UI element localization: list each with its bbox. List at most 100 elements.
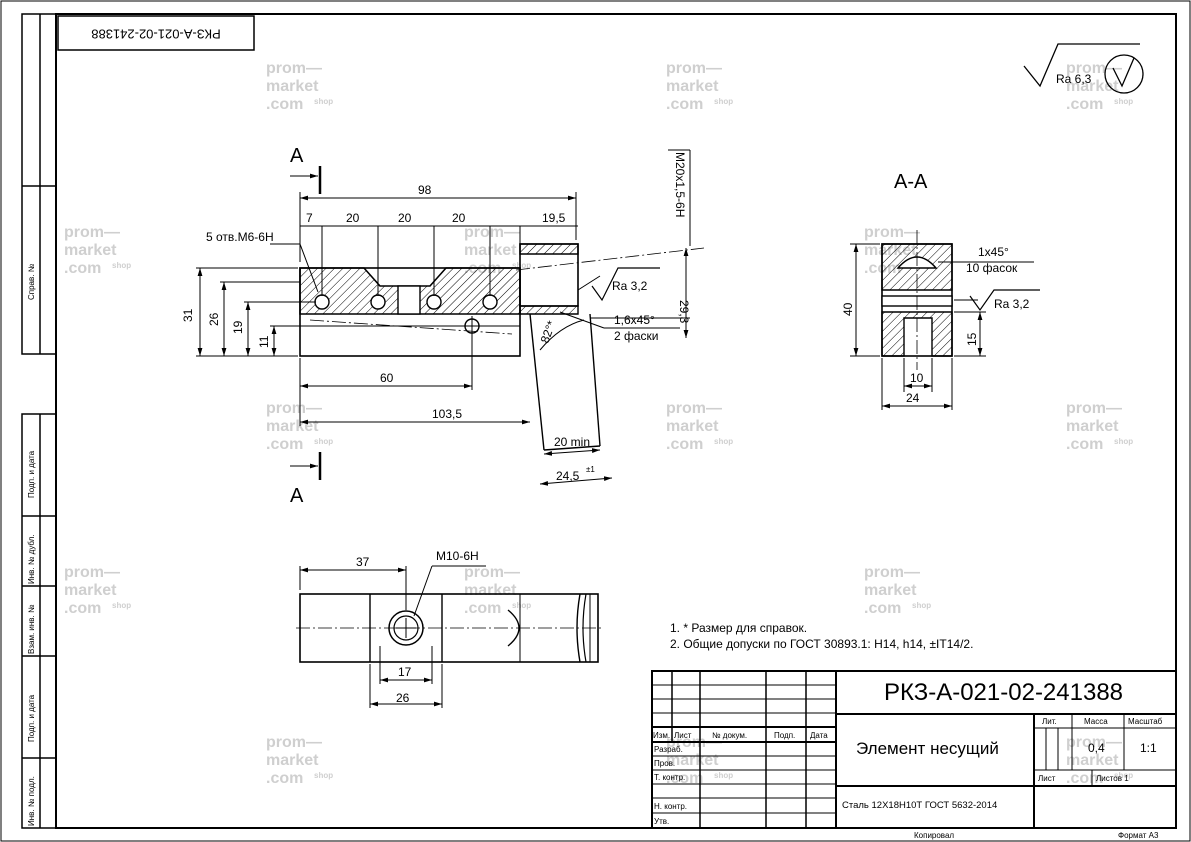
side-stamp-3: Взам. инв. № [27,604,36,654]
watermark-text: market [864,582,917,599]
watermark-text: market [266,78,319,95]
side-stamp-2: Инв. № дубл. [27,534,36,584]
thread-note: М20х1,5-6Н [673,152,687,217]
watermark-shop: shop [912,601,931,610]
angle-note: 82°* [538,318,559,345]
watermark-tile: prom—market.com shop [464,564,531,617]
mass-value: 0,4 [1088,741,1105,755]
watermark-shop: shop [112,601,131,610]
roughness-general-value: Ra 6,3 [1056,72,1092,86]
watermark-text: .com [666,96,703,113]
col-sign: Подп. [774,731,795,740]
dim-11: 11 [257,335,271,348]
stamp-box [57,15,255,51]
watermark-shop: shop [1114,97,1133,106]
col-date: Дата [810,731,828,740]
watermark-text: prom— [266,734,322,751]
side-stamp-0: Справ. № [27,263,36,300]
watermark-shop: shop [1114,437,1133,446]
roughness-1: Ra 3,2 [612,279,648,293]
col-list: Лист [674,731,692,740]
dim-19-5: 19,5 [542,211,566,225]
watermark-text: market [64,242,117,259]
watermark-text: market [464,582,517,599]
chamfer-note-2: 2 фаски [614,329,659,343]
bottom-thread: М10-6Н [436,549,479,563]
col-izm: Изм. [653,731,670,740]
watermark-text: prom— [64,224,120,241]
watermark-text: prom— [266,60,322,77]
section-dim-10: 10 [910,371,924,385]
watermark-text: market [464,242,517,259]
dim-31: 31 [181,308,195,322]
bottom-dim-26: 26 [396,691,410,705]
watermark-shop: shop [714,771,733,780]
watermark-text: market [1066,78,1119,95]
watermark-text: prom— [666,60,722,77]
watermark-shop: shop [112,261,131,270]
stamp-rotated: РКЗ-А-021-02-241388 [91,27,220,42]
watermark-shop: shop [512,601,531,610]
title-block [651,670,1177,829]
dim-24-5: 24,5 [556,469,580,483]
section-label: А-А [894,171,928,193]
dim-20a: 20 [346,211,360,225]
side-stamp-1: Подп. и дата [27,450,36,498]
dim-20c: 20 [452,211,466,225]
main-view [196,149,705,486]
watermark-shop: shop [314,437,333,446]
holes-note: 5 отв.М6-6Н [206,230,274,244]
mass-label: Масса [1084,717,1108,726]
bottom-dim-37: 37 [356,555,370,569]
note-1: 1. * Размер для справок. [670,621,807,635]
sheets-label: Листов 1 [1096,774,1129,783]
sheet-label: Лист [1038,774,1056,783]
title-designation: РКЗ-А-021-02-241388 [884,679,1123,706]
row-razrab: Разраб. [654,745,683,754]
watermark-shop: shop [512,261,531,270]
dim-26: 26 [207,312,221,326]
chamfer-note-1: 1,6х45° [614,313,655,327]
watermark-text: prom— [64,564,120,581]
watermark-text: .com [266,770,303,787]
section-dim-40: 40 [841,302,855,316]
side-stamp-5: Инв. № подл. [27,776,36,826]
title-name: Элемент несущий [856,739,999,758]
roughness-general [1023,43,1144,94]
watermark-text: prom— [1066,400,1122,417]
title-material: Сталь 12Х18Н10Т ГОСТ 5632-2014 [842,800,997,811]
side-stamp-4: Подп. и дата [27,694,36,742]
watermark-text: prom— [864,224,920,241]
watermark-text: prom— [464,564,520,581]
watermark-text: prom— [1066,734,1122,751]
col-doc: № докум. [712,731,747,740]
dim-7: 7 [306,211,313,225]
bottom-view [296,565,602,708]
watermark-text: market [666,78,719,95]
watermark-text: .com [1066,96,1103,113]
scale-label: Масштаб [1128,717,1163,726]
watermark-shop: shop [314,97,333,106]
watermark-text: .com [464,600,501,617]
watermark-text: .com [864,600,901,617]
watermark-text: .com [266,436,303,453]
section-dim-24: 24 [906,391,920,405]
watermark-text: prom— [266,400,322,417]
bottom-dim-17: 17 [398,665,412,679]
section-chamfer-2: 10 фасок [966,261,1018,275]
watermark-text: prom— [464,224,520,241]
dim-overall: 98 [418,183,432,197]
dim-29-3: 29,3 [677,300,691,324]
cut-label-top: А [290,145,304,167]
section-chamfer-1: 1х45° [978,245,1009,259]
dim-24-5-tol: ±1 [586,465,595,474]
dim-20min: 20 min [554,435,590,449]
